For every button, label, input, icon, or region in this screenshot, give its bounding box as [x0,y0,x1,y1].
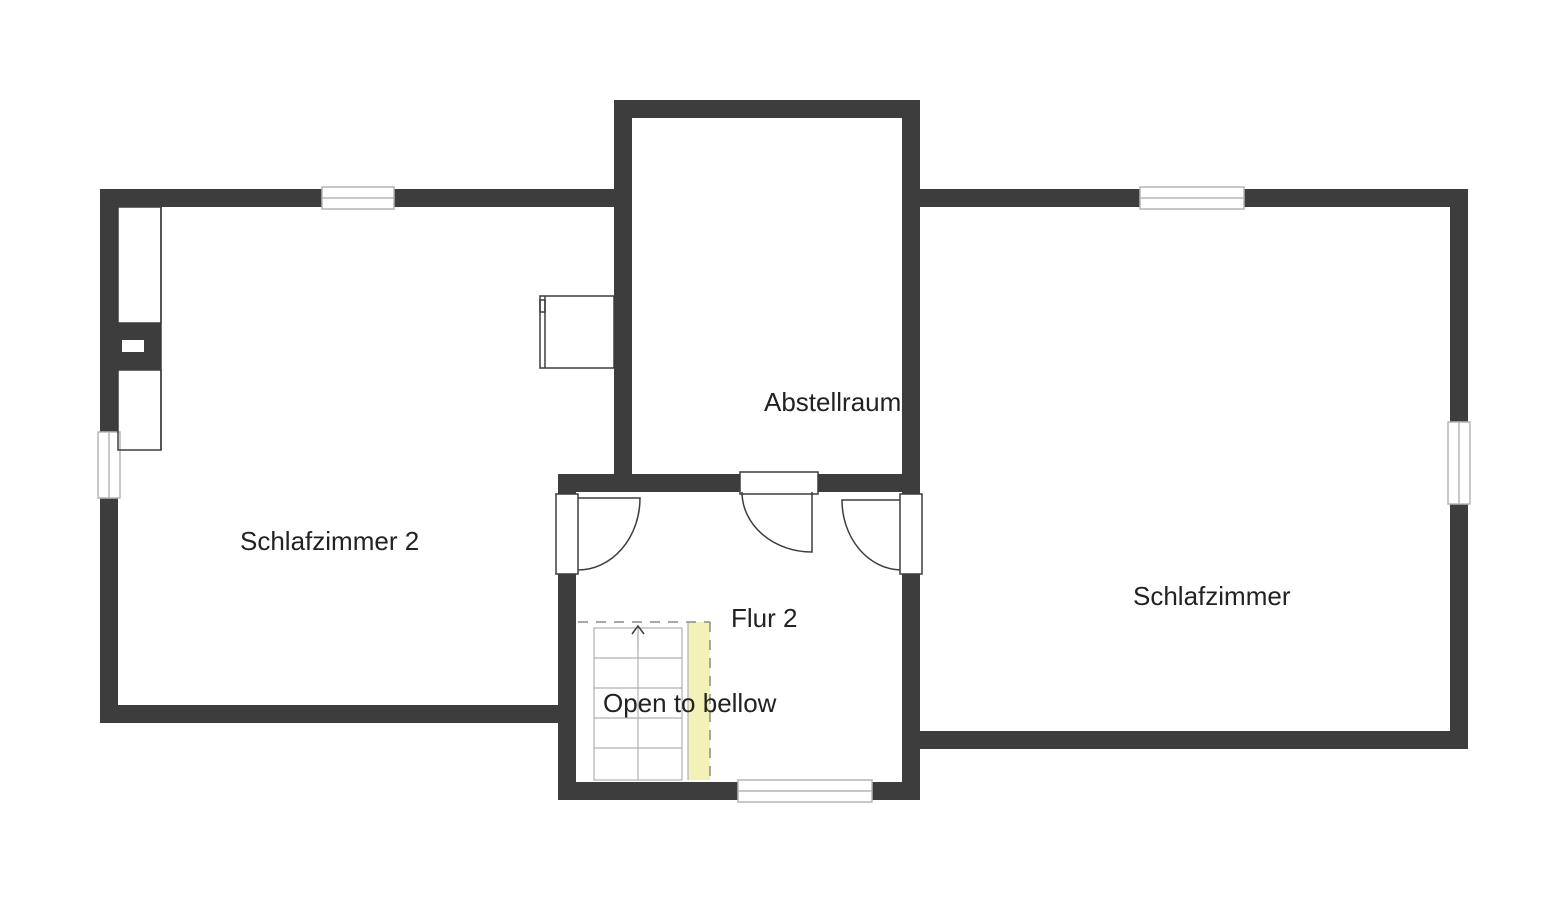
window-schlafzimmer-right [1447,421,1471,505]
window-schlafzimmer-top [1139,186,1245,210]
wall-schlafzimmer-bottom [902,731,1468,749]
wall-abstellraum-top [614,100,920,118]
door-abstellraum [739,471,819,553]
built-ins [117,206,615,451]
wardrobe-left [117,206,162,451]
stair-direction-arrow-icon [631,624,645,635]
door-schlafzimmer2 [555,493,641,575]
window-schlafzimmer2-top [321,186,395,210]
walls [100,100,1468,800]
label-flur-2: Flur 2 [731,603,797,633]
wall-abstellraum-right [902,100,920,492]
label-schlafzimmer-2: Schlafzimmer 2 [240,526,419,556]
windows [97,186,1471,803]
window-schlafzimmer2-left [97,431,121,499]
label-open-to-below: Open to bellow [603,688,777,718]
wall-schlafzimmer2-bottom [100,705,568,723]
wall-flur-top [558,474,920,492]
label-abstellraum: Abstellraum [764,387,901,417]
window-flur-bottom [737,779,873,803]
room-labels: Schlafzimmer 2 Abstellraum Flur 2 Schlaf… [240,387,1291,718]
doors [555,471,923,575]
stair-highlight [688,622,710,780]
radiator-unit [539,295,615,369]
door-schlafzimmer [841,493,923,575]
label-schlafzimmer: Schlafzimmer [1133,581,1291,611]
staircase [578,621,711,781]
wall-abstellraum-left [614,100,632,492]
